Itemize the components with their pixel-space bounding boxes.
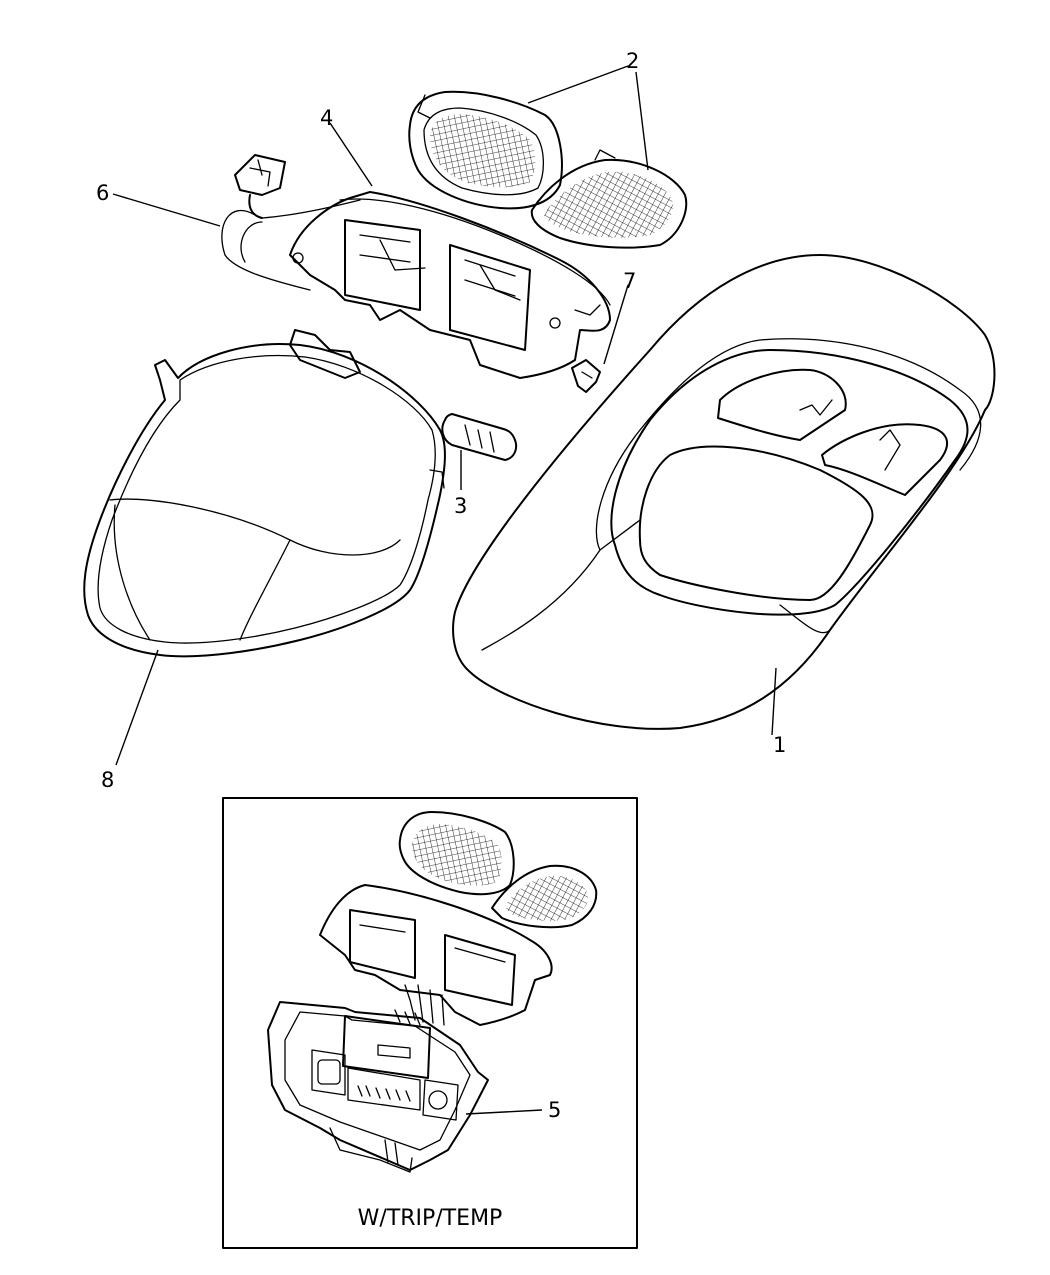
part-5-trip-temp-module bbox=[267, 1001, 489, 1173]
callout-2: 2 bbox=[626, 49, 639, 73]
part-7-clip bbox=[571, 359, 601, 393]
callout-4: 4 bbox=[320, 106, 333, 130]
callout-1: 1 bbox=[773, 733, 786, 757]
callout-8: 8 bbox=[101, 768, 114, 792]
callout-6: 6 bbox=[96, 181, 109, 205]
callout-labels: 1 2 3 4 5 6 7 8 bbox=[96, 49, 786, 1122]
inset-frame bbox=[222, 797, 638, 1249]
part-1-console-housing bbox=[452, 254, 996, 730]
callout-7: 7 bbox=[623, 269, 636, 293]
callout-5: 5 bbox=[548, 1098, 561, 1122]
part-4-lamp-module bbox=[289, 191, 611, 379]
part-8-bezel bbox=[83, 329, 446, 658]
inset-caption: W/TRIP/TEMP bbox=[358, 1206, 503, 1231]
callout-leaders bbox=[112, 65, 777, 1115]
callout-3: 3 bbox=[454, 494, 467, 518]
part-6-wire-harness bbox=[221, 154, 361, 291]
part-3-bulb bbox=[441, 413, 518, 461]
part-2-lamp-lenses bbox=[408, 90, 688, 249]
inset-trip-temp: W/TRIP/TEMP bbox=[222, 797, 638, 1249]
